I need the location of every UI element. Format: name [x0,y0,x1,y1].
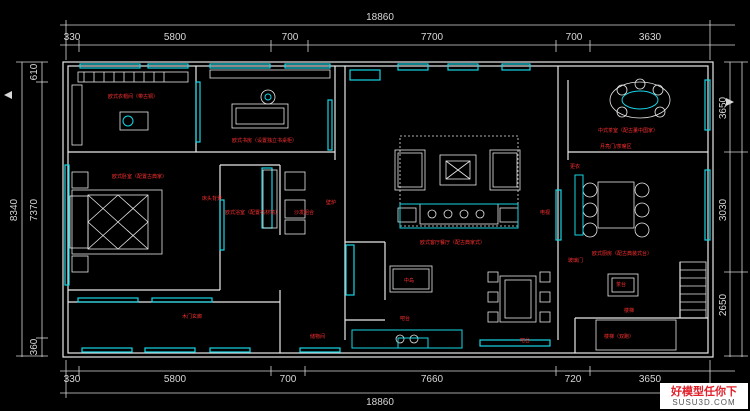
top-dim-3: 700 [282,32,299,43]
bottom-total-dim: 18860 [366,397,394,408]
label-bath: 欧式浴室（配置石材墙） [225,209,280,216]
label-chinese-tea: 中式茶室（配古董中国家） [598,127,658,134]
walls [62,61,714,358]
left-bottom-dim: 360 [29,338,40,355]
top-total-dim: 18860 [366,12,394,23]
dimension-arrows [4,91,734,106]
furniture [69,69,707,351]
label-corridor: 木门玄廊 [182,313,202,320]
top-dim-2: 5800 [164,32,187,43]
dimension-lines [21,24,743,394]
label-storage: 储物间 [310,333,325,340]
label-mirror: 更衣 [570,163,580,170]
bottom-dim-2: 5800 [164,374,187,385]
label-sofa-small: 沙发组合 [294,209,314,216]
watermark-line1: 好模型任你下 [671,384,737,398]
label-study: 欧式书房（设置独立书桌柜） [232,137,297,144]
top-dim-4: 7700 [421,32,444,43]
label-bedroom: 欧式卧室（配置古典家） [112,173,167,180]
label-sink: 吧台 [400,315,410,322]
top-dim-1: 330 [64,32,81,43]
label-glass: 玻璃门 [568,257,583,264]
label-tea-area: 月亮门/茶席区 [600,143,632,150]
label-bar: 吧台 [520,337,530,344]
label-tv: 电视 [540,209,550,216]
label-living: 欧式客厅餐厅（配古典家式） [420,239,485,246]
label-cloakroom: 欧式衣帽间（带古铜） [108,93,158,100]
cyan-accents [122,90,659,349]
left-top-dim: 610 [29,63,40,80]
top-dim-5: 700 [566,32,583,43]
right-dim-3: 2650 [718,293,729,316]
dimension-ticks [16,20,748,398]
bottom-dim-5: 720 [565,374,582,385]
bottom-dim-3: 700 [280,374,297,385]
label-stair-small: 楼梯 [624,307,634,314]
windows-and-doors [64,63,711,353]
label-table-small: 茶台 [616,281,626,288]
label-stair: 楼梯（双跑） [604,333,634,340]
right-dim-1: 3650 [718,96,729,119]
left-inner-dim: 7370 [29,198,40,221]
label-fireplace: 壁炉 [326,199,336,206]
label-bed-tag: 床头背景 [202,195,222,202]
top-dim-6: 3630 [639,32,662,43]
watermark-line2: SUSU3D.COM [672,397,736,407]
right-dim-2: 3030 [718,198,729,221]
label-kitchen: 欧式厨房（配古典装式台） [592,250,652,257]
left-outer-dim: 8340 [9,198,20,221]
bottom-dim-1: 330 [64,374,81,385]
site-watermark: 好模型任你下 SUSU3D.COM [660,383,748,409]
label-island: 中岛 [404,277,414,284]
bottom-dim-6: 3650 [639,374,662,385]
bottom-dim-4: 7660 [421,374,444,385]
